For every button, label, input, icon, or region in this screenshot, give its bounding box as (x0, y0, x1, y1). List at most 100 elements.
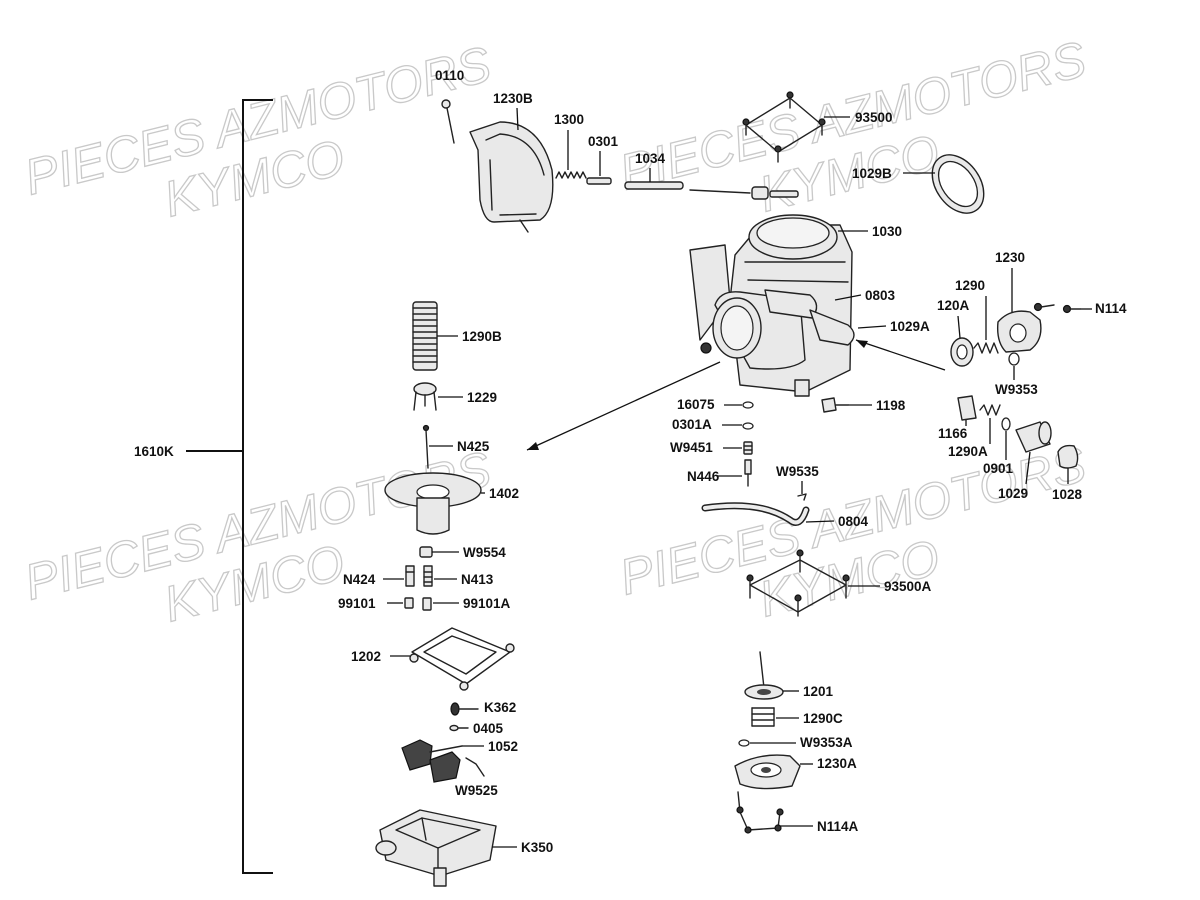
label-1029A: 1029A (890, 319, 930, 334)
label-N114: N114 (1095, 301, 1127, 316)
part-1028-cap (1057, 444, 1079, 469)
arrowhead-choke (856, 340, 868, 348)
leader-0804 (805, 520, 835, 523)
label-1230A: 1230A (817, 756, 857, 771)
part-1198-bolt (821, 397, 849, 413)
label-0803: 0803 (865, 288, 896, 303)
label-1202: 1202 (351, 649, 381, 664)
part-W9554-plug (419, 546, 433, 558)
label-0405: 0405 (473, 721, 504, 736)
label-1230: 1230 (995, 250, 1025, 265)
label-N446: N446 (687, 469, 720, 484)
part-0804-tube (701, 502, 810, 526)
bracket-line (242, 99, 273, 874)
label-N114A: N114A (817, 819, 859, 834)
label-W9554: W9554 (463, 545, 506, 560)
label-120A: 120A (937, 298, 970, 313)
label-0804: 0804 (838, 514, 869, 529)
label-W9535: W9535 (776, 464, 819, 479)
label-1290: 1290 (955, 278, 985, 293)
label-1230B: 1230B (493, 91, 533, 106)
part-1290-spring (973, 342, 999, 354)
leader-slide-arrow (526, 361, 721, 451)
part-120A-washer (950, 337, 974, 367)
label-1028: 1028 (1052, 487, 1083, 502)
label-1402: 1402 (489, 486, 519, 501)
part-W9525-pin (465, 757, 485, 777)
part-0901-washer (1001, 417, 1011, 431)
part-1402-diaphragm (384, 472, 482, 535)
part-99101A-jet (422, 597, 432, 611)
leader-120A (957, 315, 961, 339)
label-93500: 93500 (855, 110, 893, 125)
part-1166-plunger (957, 395, 977, 421)
part-0301-pin (586, 177, 612, 185)
label-W9353A: W9353A (800, 735, 853, 750)
part-W9353-oring (1008, 352, 1020, 366)
label-1201: 1201 (803, 684, 834, 699)
label-W9525: W9525 (455, 783, 498, 798)
part-W9353A-oring (738, 739, 750, 747)
part-1290A-spring (979, 404, 1001, 416)
part-1230B-cover (469, 121, 554, 233)
label-N424: N424 (343, 572, 376, 587)
part-1034-shaft (624, 181, 799, 200)
label-1030: 1030 (872, 224, 902, 239)
part-1029B-ring (931, 154, 985, 214)
label-99101A: 99101A (463, 596, 511, 611)
leader-0803 (834, 294, 862, 301)
label-1029: 1029 (998, 486, 1028, 501)
part-1202-gasket (409, 627, 515, 691)
label-W9451: W9451 (670, 440, 713, 455)
part-16075-oring (742, 401, 754, 409)
part-W9451-jet (743, 441, 753, 455)
label-0301: 0301 (588, 134, 619, 149)
label-K362: K362 (484, 700, 516, 715)
part-1230-choke-cover (996, 310, 1042, 353)
label-0110: 0110 (435, 68, 464, 83)
label-0301A: 0301A (672, 417, 712, 432)
part-N114A-screws (736, 791, 784, 834)
assembly-bracket: 1610K (134, 99, 273, 874)
part-N114-screws (1033, 302, 1081, 314)
label-1166: 1166 (938, 426, 968, 441)
part-1052-float (401, 739, 463, 783)
label-93500A: 93500A (884, 579, 932, 594)
label-0901: 0901 (983, 461, 1014, 476)
label-N413: N413 (461, 572, 494, 587)
part-1230A-cover (734, 754, 801, 790)
part-1030-carburetor-body (689, 214, 855, 397)
leader-1029 (1025, 451, 1031, 485)
label-1034: 1034 (635, 151, 666, 166)
leader-choke-arrow (855, 339, 946, 371)
label-1290B: 1290B (462, 329, 502, 344)
part-99101-jet (404, 597, 414, 609)
part-1201-needle-valve (744, 651, 784, 700)
part-0110-screw (441, 99, 455, 144)
label-1290A: 1290A (948, 444, 988, 459)
label-K350: K350 (521, 840, 553, 855)
label-1300: 1300 (554, 112, 584, 127)
part-1029-tube (1015, 421, 1052, 453)
part-1290C-spring (751, 707, 775, 727)
part-N446-needle-jet (744, 459, 752, 487)
part-N413-jet (423, 565, 433, 587)
part-K350-float-bowl (375, 809, 497, 887)
part-93500A-bolts (746, 549, 850, 617)
label-1610K: 1610K (134, 444, 174, 459)
part-K362-valve (450, 702, 479, 716)
part-1229-holder (413, 382, 437, 411)
label-1290C: 1290C (803, 711, 843, 726)
label-99101: 99101 (338, 596, 376, 611)
part-1290B-spring (412, 301, 438, 371)
label-1198: 1198 (876, 398, 906, 413)
arrowhead-slide (527, 442, 539, 450)
label-N425: N425 (457, 439, 490, 454)
part-N424-jet (405, 565, 415, 587)
label-16075: 16075 (677, 397, 715, 412)
part-93500-bolts (742, 91, 826, 163)
leader-1029A (857, 325, 887, 329)
part-0301A-washer (742, 422, 754, 430)
